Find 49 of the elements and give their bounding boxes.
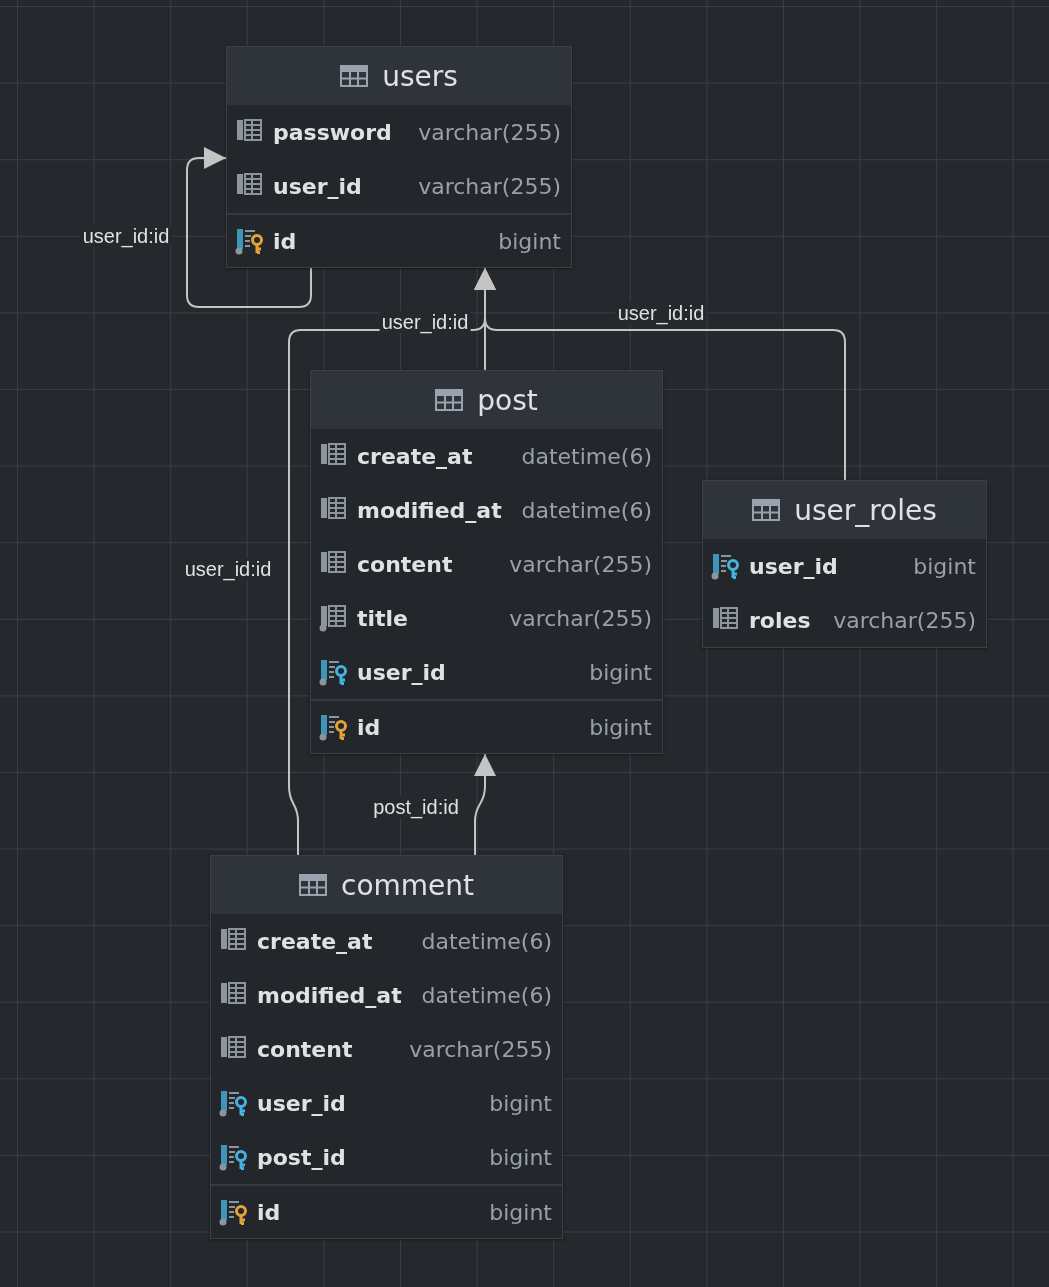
column-name: create_at [257,928,373,954]
column-name: user_id [257,1090,346,1116]
table-name: post [477,383,538,417]
column-type: datetime(6) [520,443,652,469]
relationship-arrow [186,147,312,308]
edge-label: user_id:id [80,225,172,247]
edge-label: user_id:id [379,311,471,333]
table-card [702,480,987,648]
column-type: datetime(6) [420,982,552,1008]
column-name: user_id [749,553,838,579]
table-card [210,855,563,1239]
column-type: bigint [912,553,976,579]
column-type: bigint [488,1090,552,1116]
column-type: varchar(255) [832,607,976,633]
column-type: bigint [588,659,652,685]
table-name: user_roles [794,493,937,527]
column-name: id [257,1199,281,1225]
column-type: datetime(6) [420,928,552,954]
table-card [226,46,572,268]
column-type: varchar(255) [417,119,561,145]
column-name: modified_at [357,497,502,523]
column-name: id [357,714,381,740]
column-type: bigint [488,1144,552,1170]
edge-label: post_id:id [371,796,461,818]
relationship-arrow [474,753,496,856]
column-name: id [273,228,297,254]
column-type: bigint [488,1199,552,1225]
column-type: bigint [588,714,652,740]
column-name: create_at [357,443,473,469]
column-type: bigint [497,228,561,254]
column-name: password [273,119,392,145]
column-name: title [357,605,409,631]
column-name: roles [749,607,811,633]
table-name: users [382,59,458,93]
column-name: post_id [257,1144,346,1170]
column-name: content [357,551,453,577]
column-type: varchar(255) [508,551,652,577]
edge-label: user_id:id [615,302,707,324]
column-type: varchar(255) [408,1036,552,1062]
column-name: modified_at [257,982,402,1008]
column-type: varchar(255) [508,605,652,631]
relationship-arrow [288,267,496,856]
column-type: varchar(255) [417,173,561,199]
table-card [310,370,663,754]
column-type: datetime(6) [520,497,652,523]
table-name: comment [341,868,474,902]
column-name: user_id [273,173,362,199]
column-name: user_id [357,659,446,685]
column-name: content [257,1036,353,1062]
